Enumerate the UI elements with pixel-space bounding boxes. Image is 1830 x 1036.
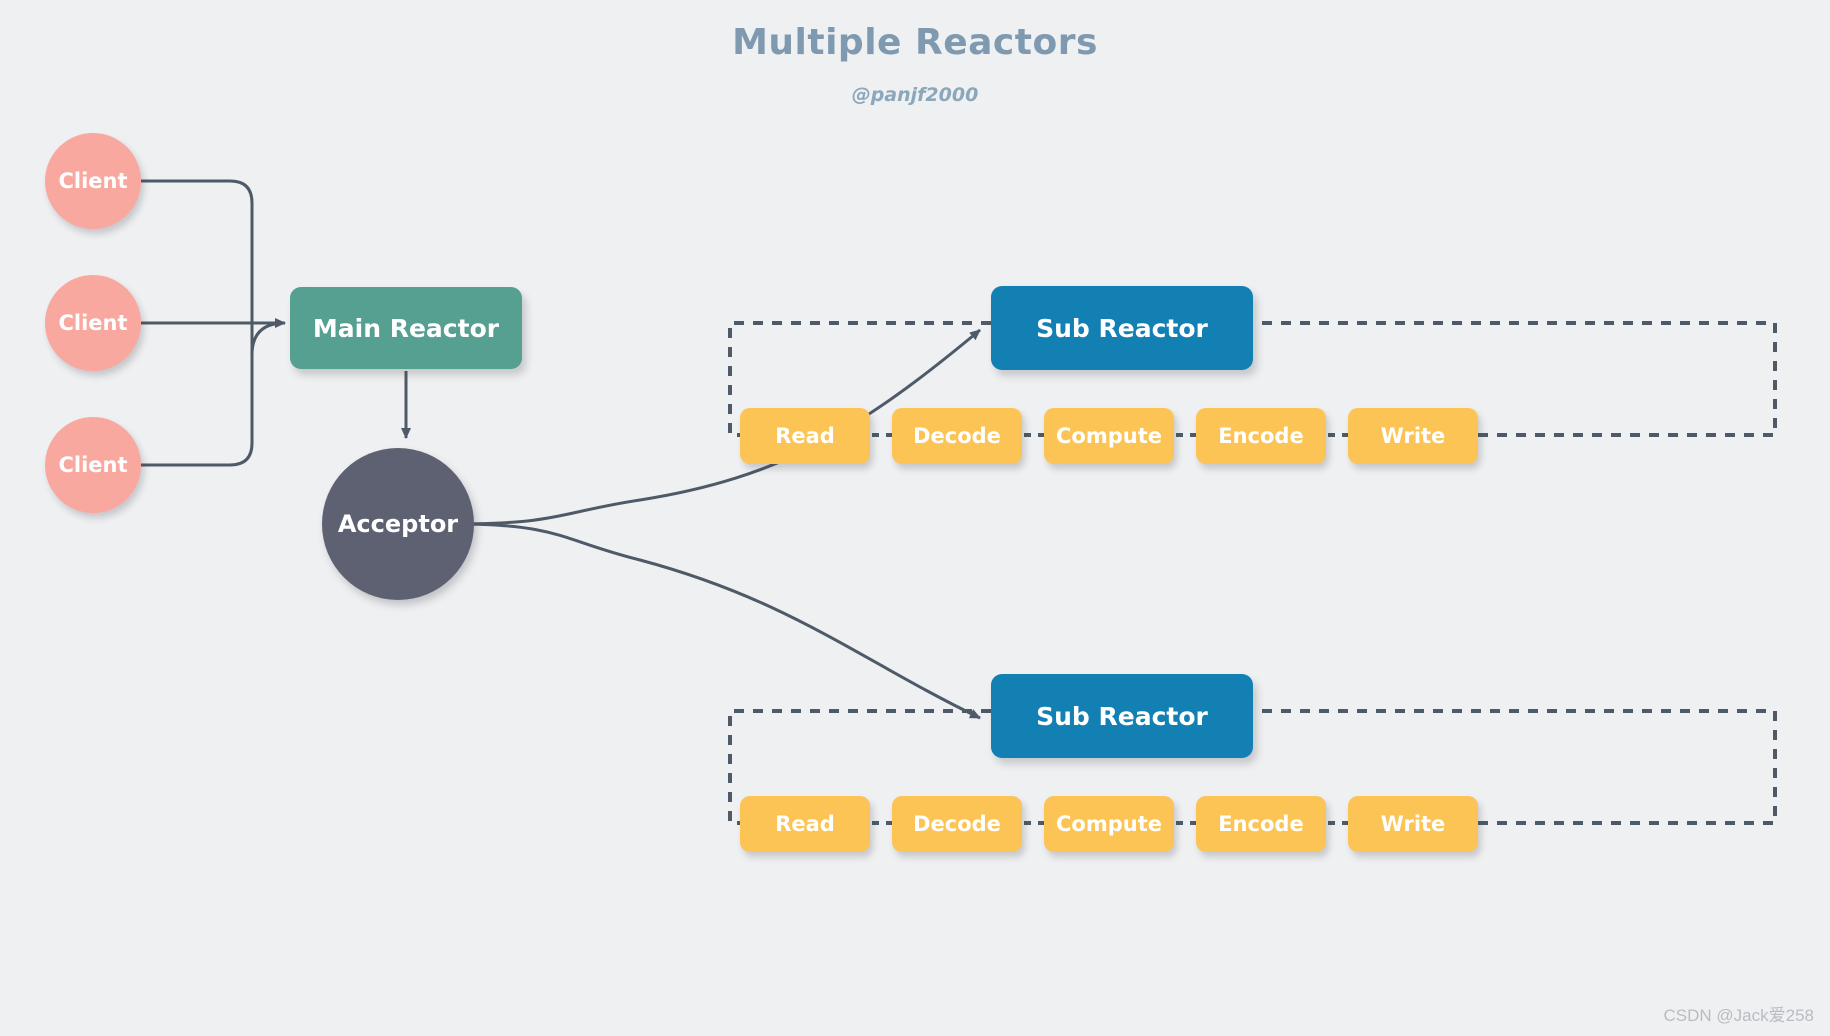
node-label: Main Reactor (312, 313, 500, 343)
stage-write-top[interactable]: Write (1348, 408, 1478, 464)
node-label: Encode (1218, 424, 1304, 448)
node-sub-reactor-1[interactable]: Sub Reactor (991, 286, 1253, 370)
node-label: Write (1380, 812, 1446, 836)
node-label: Encode (1218, 812, 1304, 836)
node-label: Decode (913, 812, 1001, 836)
node-label: Compute (1056, 424, 1162, 448)
node-client-1[interactable]: Client (45, 133, 141, 229)
node-label: Client (58, 311, 128, 335)
stage-decode-top[interactable]: Decode (892, 408, 1022, 464)
node-label: Acceptor (337, 510, 459, 538)
stage-decode-bottom[interactable]: Decode (892, 796, 1022, 852)
page-title: Multiple Reactors (732, 22, 1098, 63)
stage-write-bottom[interactable]: Write (1348, 796, 1478, 852)
node-label: Client (58, 169, 128, 193)
node-label: Read (775, 812, 835, 836)
node-label: Sub Reactor (1036, 701, 1208, 731)
stage-compute-top[interactable]: Compute (1044, 408, 1174, 464)
watermark: CSDN @Jack爱258 (1663, 1006, 1814, 1025)
node-label: Client (58, 453, 128, 477)
node-label: Read (775, 424, 835, 448)
stage-encode-top[interactable]: Encode (1196, 408, 1326, 464)
node-sub-reactor-2[interactable]: Sub Reactor (991, 674, 1253, 758)
node-main-reactor[interactable]: Main Reactor (290, 287, 522, 369)
node-label: Write (1380, 424, 1446, 448)
node-label: Sub Reactor (1036, 313, 1208, 343)
stage-encode-bottom[interactable]: Encode (1196, 796, 1326, 852)
page-subtitle: @panjf2000 (851, 84, 979, 106)
node-client-2[interactable]: Client (45, 275, 141, 371)
stage-read-top[interactable]: Read (740, 408, 870, 464)
node-label: Compute (1056, 812, 1162, 836)
node-acceptor[interactable]: Acceptor (322, 448, 474, 600)
node-client-3[interactable]: Client (45, 417, 141, 513)
stage-compute-bottom[interactable]: Compute (1044, 796, 1174, 852)
stage-read-bottom[interactable]: Read (740, 796, 870, 852)
node-label: Decode (913, 424, 1001, 448)
